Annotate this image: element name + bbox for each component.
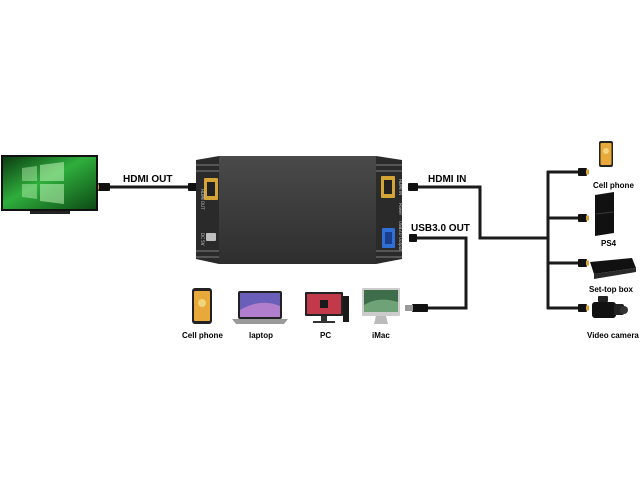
- computer-label-cell-phone: Cell phone: [182, 331, 223, 340]
- computer-label-imac: iMac: [372, 331, 390, 340]
- device-power-label: Power: [398, 203, 403, 215]
- source-ps4: [595, 192, 614, 236]
- computer-label-pc: PC: [320, 331, 332, 340]
- source-label-set-top-box: Set-top box: [589, 285, 633, 294]
- source-cell-phone: [599, 141, 613, 167]
- source-label-video-camera: Video camera: [587, 331, 639, 340]
- hdmi-plugs: [96, 168, 589, 312]
- tv-monitor: [1, 155, 98, 214]
- computer-label-laptop: laptop: [249, 331, 273, 340]
- hdmi-in-label: HDMI IN: [428, 174, 467, 185]
- source-video-camera: [592, 296, 628, 318]
- source-set-top-box: [590, 258, 636, 279]
- cables: [108, 170, 582, 310]
- device-dc-label: DC 5V: [200, 233, 205, 246]
- computer-imac: [362, 288, 400, 324]
- hdmi-in-cable: [410, 185, 550, 240]
- device-usb-label: USB3.0 Output: [398, 221, 403, 251]
- hdmi-out-label: HDMI OUT: [123, 174, 173, 185]
- usb-cable: [412, 236, 468, 310]
- computer-laptop: [232, 291, 288, 324]
- computer-cell-phone: [192, 288, 212, 324]
- capture-device: [196, 156, 402, 264]
- source-label-ps4: PS4: [601, 239, 617, 248]
- dc-port: [206, 233, 216, 241]
- source-label-cell-phone: Cell phone: [593, 181, 634, 190]
- device-hdmi-out-label: HDMI OUT: [200, 189, 205, 210]
- device-hdmi-in-label: HDMI IN: [398, 179, 403, 195]
- computer-pc: [305, 292, 349, 323]
- usb-out-label: USB3.0 OUT: [411, 223, 470, 234]
